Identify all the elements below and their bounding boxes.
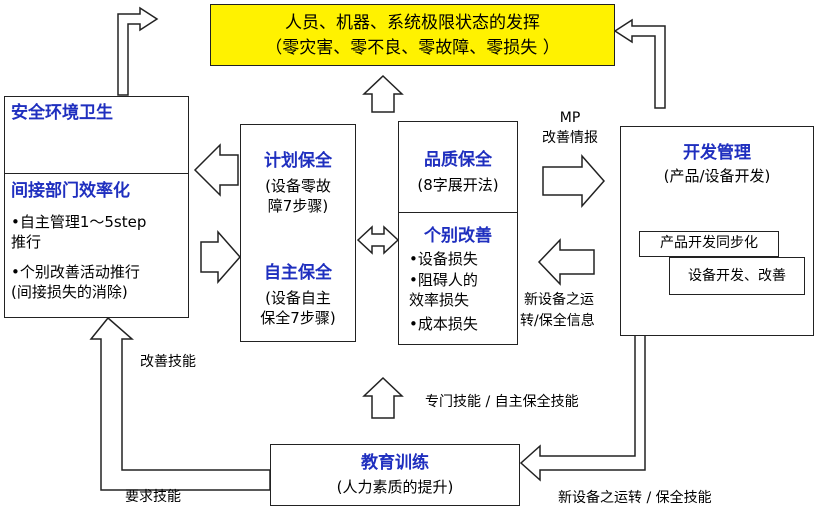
quality-box: 品质保全 (8字展开法) 个别改善 •设备损失 •阻碍人的 效率损失 •成本损失	[398, 121, 518, 345]
edu-title: 教育训练	[361, 453, 429, 473]
safety-title: 安全环境卫生	[11, 103, 113, 123]
goal-box: 人员、机器、系统极限状态的发挥 （零灾害、零不良、零故障、零损失 ）	[210, 4, 615, 66]
dev-box: 开发管理 (产品/设备开发) 产品开发同步化 设备开发、改善	[620, 126, 814, 336]
safety-item2-a: •个别改善活动推行	[11, 263, 140, 281]
goal-line2: （零灾害、零不良、零故障、零损失 ）	[265, 38, 560, 58]
arrow-left-to-goal	[117, 6, 159, 96]
dev-equip: 设备开发、改善	[688, 268, 786, 284]
label-require-skill: 要求技能	[125, 489, 181, 505]
auto-title: 自主保全	[264, 263, 332, 283]
plan-sub-a: (设备零故	[265, 177, 331, 195]
edu-sub: (人力素质的提升)	[336, 478, 454, 496]
arrow-center-up-goal	[362, 74, 404, 113]
label-new-equip-a: 新设备之运	[524, 292, 594, 308]
label-new-equip-skill: 新设备之运转 / 保全技能	[558, 490, 712, 506]
arrow-edu-up	[362, 376, 404, 419]
arrow-plan-to-safety	[193, 143, 239, 197]
label-mp: MP	[559, 110, 581, 126]
label-new-equip-b: 转/保全信息	[520, 313, 595, 329]
arrow-right-to-goal	[613, 18, 666, 109]
auto-sub-b: 保全7步骤)	[260, 309, 336, 327]
arrow-safety-to-auto	[200, 230, 241, 284]
improve-item2-a: •阻碍人的	[409, 271, 478, 289]
plan-sub-b: 障7步骤)	[267, 197, 329, 215]
plan-title: 计划保全	[264, 151, 332, 171]
quality-title: 品质保全	[424, 150, 492, 170]
arrow-safety-edu-loop	[89, 316, 271, 491]
safety-item1-b: 推行	[11, 233, 42, 251]
safety-divider	[5, 173, 188, 174]
goal-line1: 人员、机器、系统极限状态的发挥	[285, 13, 540, 33]
safety-item2-b: (间接损失的消除)	[11, 283, 128, 301]
arrow-mp-right	[542, 154, 605, 208]
quality-divider	[399, 212, 517, 213]
improve-item2-b: 效率损失	[409, 291, 470, 309]
dev-sync: 产品开发同步化	[660, 235, 758, 251]
label-special-skill: 专门技能 / 自主保全技能	[425, 394, 579, 410]
improve-item3: •成本损失	[409, 315, 478, 333]
arrow-new-equip-left	[537, 238, 595, 286]
safety-box: 安全环境卫生 间接部门效率化 •自主管理1～5step 推行 •个别改善活动推行…	[4, 96, 189, 318]
arrow-dev-to-edu	[519, 333, 646, 482]
dev-sub: (产品/设备开发)	[663, 167, 771, 185]
quality-sub: (8字展开法)	[417, 176, 499, 194]
improve-title: 个别改善	[424, 226, 492, 246]
indirect-title: 间接部门效率化	[11, 181, 130, 201]
improve-item1: •设备损失	[409, 250, 478, 268]
edu-box: 教育训练 (人力素质的提升)	[270, 444, 520, 506]
label-mp-sub: 改善情报	[542, 130, 598, 146]
auto-sub-a: (设备自主	[265, 289, 331, 307]
label-kaizen-skill: 改善技能	[140, 354, 196, 370]
dev-equip-box: 设备开发、改善	[669, 257, 805, 295]
arrow-middle-double	[356, 225, 400, 255]
dev-title: 开发管理	[683, 143, 751, 163]
plan-box: 计划保全 (设备零故 障7步骤) 自主保全 (设备自主 保全7步骤)	[240, 124, 356, 342]
safety-item1-a: •自主管理1～5step	[11, 213, 147, 231]
dev-sync-box: 产品开发同步化	[639, 231, 779, 257]
